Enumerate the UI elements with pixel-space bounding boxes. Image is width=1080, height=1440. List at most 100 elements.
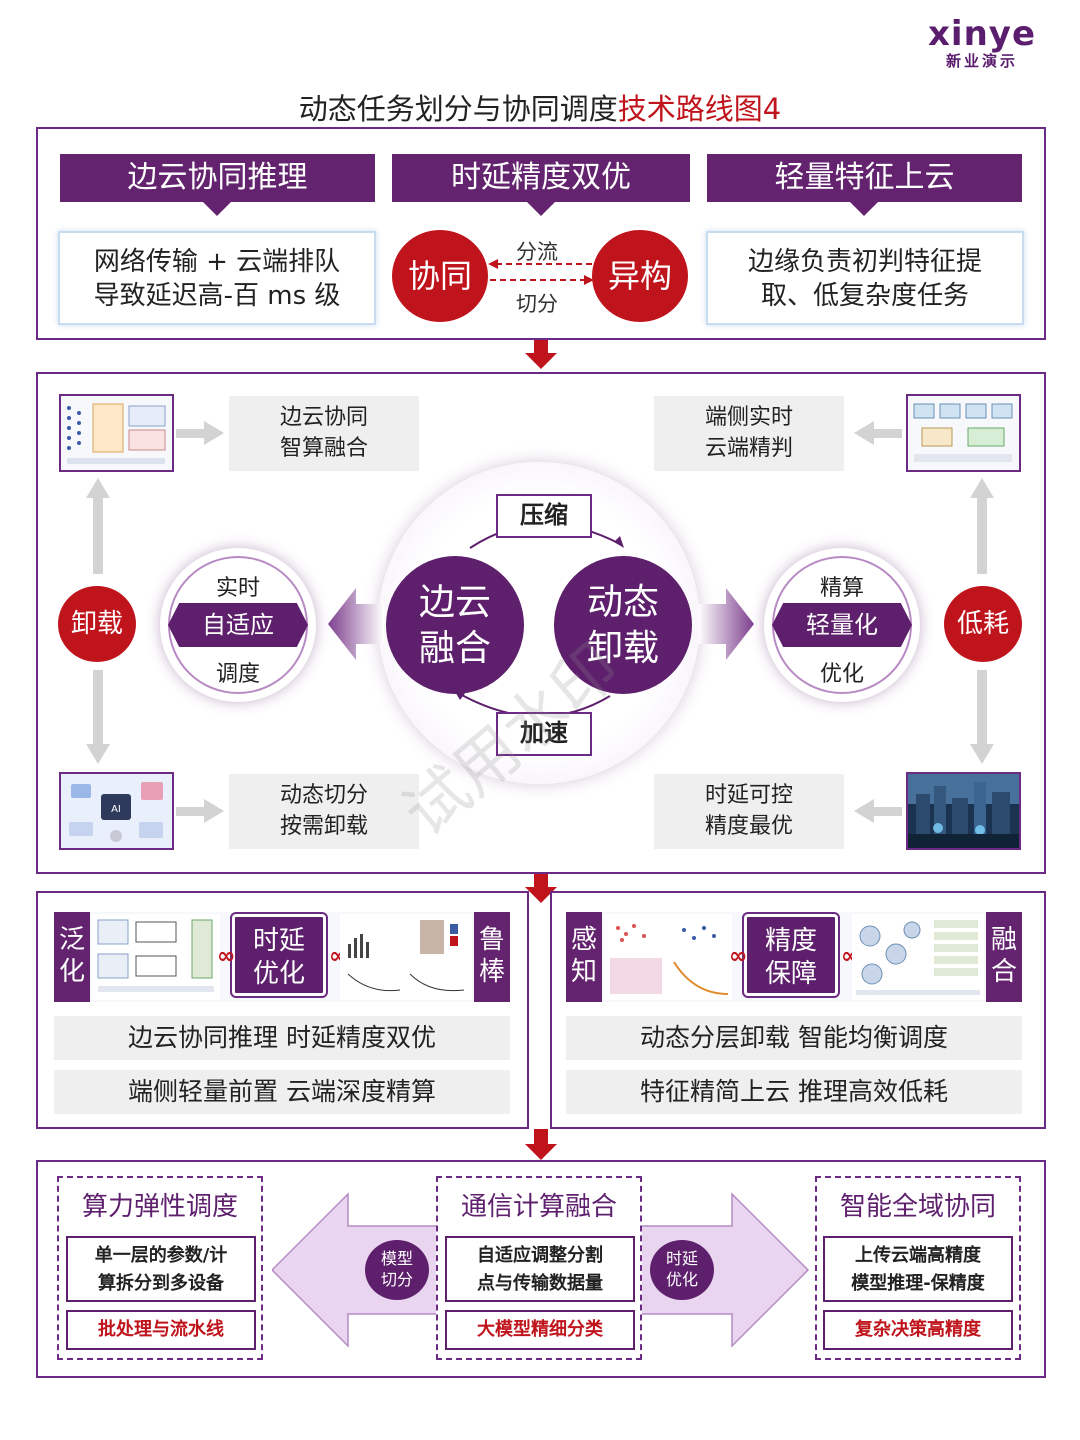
card-detail-box: 上传云端高精度模型推理-保精度: [823, 1236, 1013, 1302]
offload-line-2: 卸载: [586, 628, 659, 669]
flow-arrow-down: [525, 887, 557, 903]
brand-logo-subtitle: 新业演示: [946, 52, 1019, 70]
detail-line-1: 自适应调整分割: [477, 1245, 603, 1266]
br-box-line-2: 精度最优: [704, 814, 793, 839]
edge-role-box: 边缘负责初判特征提 取、低复杂度任务: [706, 231, 1024, 325]
tab-char: 知: [570, 957, 597, 987]
dynamic-split-box: 动态切分 按需卸载: [229, 774, 419, 849]
fusion-line-2: 融合: [418, 628, 491, 669]
center-line-2: 保障: [764, 959, 817, 989]
tab-char: 感: [570, 925, 597, 955]
smart-city-photo-thumbnail: [906, 772, 1021, 850]
ring-bottom-label: 优化: [819, 662, 864, 687]
detail-line-2: 算拆分到多设备: [98, 1273, 224, 1294]
chip-thumbnail-art: AI: [61, 774, 172, 848]
paper-figure-thumbnail: [92, 914, 220, 1000]
accelerate-label: 加速: [496, 712, 592, 756]
scatter-plot-thumbnail: [604, 914, 732, 1000]
header-pointer: [203, 202, 231, 216]
latency-cause-line-1: 网络传输 + 云端排队: [93, 247, 341, 277]
center-line-1: 精度: [764, 926, 817, 956]
bl-box-line-1: 动态切分: [279, 783, 368, 808]
model-split-oval: 模型切分: [365, 1240, 429, 1300]
flow-arrow-stem: [534, 874, 548, 888]
card-title: 算力弹性调度: [81, 1192, 238, 1222]
summary-row: 动态分层卸载 智能均衡调度: [566, 1016, 1022, 1060]
edge-role-line-2: 取、低复杂度任务: [760, 281, 969, 311]
chain-link-icon: ∞: [729, 944, 748, 969]
card-highlight: 批处理与流水线: [66, 1310, 256, 1350]
header-light-feature: 轻量特征上云: [707, 154, 1022, 202]
tab-robustness: 鲁棒: [474, 912, 510, 1002]
purple-gradient-arrow-right: [698, 588, 754, 660]
latency-control-box: 时延可控 精度最优: [654, 774, 844, 849]
gray-arrow-left: [854, 421, 902, 445]
diagram-thumbnail-art: [61, 396, 172, 470]
header-edge-cloud-inference: 边云协同推理: [60, 154, 375, 202]
flow-arrow-stem: [534, 340, 548, 354]
card-title: 通信计算融合: [460, 1192, 617, 1222]
header-pointer: [850, 202, 878, 216]
ring-bottom-label: 调度: [215, 662, 260, 687]
tl-box-line-1: 边云协同: [279, 405, 368, 430]
title-main: 动态任务划分与协同调度: [298, 92, 618, 126]
ring-top-label: 精算: [819, 576, 864, 601]
card-highlight: 大模型精细分类: [445, 1310, 635, 1350]
low-consumption-circle: 低耗: [944, 586, 1022, 662]
tab-perception: 感知: [566, 912, 602, 1002]
network-figure-thumbnail: [852, 914, 984, 1000]
page-title: 动态任务划分与协同调度技术路线图4: [0, 86, 1080, 128]
title-highlight: 技术路线图4: [617, 92, 782, 126]
collaboration-circle: 协同: [392, 230, 488, 322]
edge-cloud-fusion-box: 边云协同 智算融合: [229, 396, 419, 471]
latency-optimization-box: 时延优化: [230, 912, 328, 998]
latency-cause-line-2: 导致延迟高-百 ms 级: [93, 281, 341, 311]
architecture-diagram-thumbnail: [59, 394, 174, 472]
oval-line-2: 优化: [665, 1270, 698, 1289]
header-latency-accuracy: 时延精度双优: [392, 154, 690, 202]
latency-cause-box: 网络传输 + 云端排队 导致延迟高-百 ms 级: [58, 231, 376, 325]
latency-opt-oval: 时延优化: [650, 1240, 714, 1300]
realtime-precision-box: 端侧实时 云端精判: [654, 396, 844, 471]
tab-char: 鲁: [478, 925, 505, 955]
card-detail-box: 单一层的参数/计算拆分到多设备: [66, 1236, 256, 1302]
system-flow-thumbnail: [906, 394, 1021, 472]
flow-thumbnail-art: [908, 396, 1019, 470]
ring-center-bar: 自适应: [168, 603, 308, 647]
detail-line-2: 点与传输数据量: [477, 1273, 603, 1294]
tab-char: 融: [990, 925, 1017, 955]
compress-label: 压缩: [496, 494, 592, 538]
gray-vertical-double-arrow: [86, 478, 110, 764]
oval-line-1: 模型: [380, 1249, 413, 1268]
flow-arrow-stem: [534, 1129, 548, 1145]
card-highlight: 复杂决策高精度: [823, 1310, 1013, 1350]
gray-arrow-right: [176, 799, 224, 823]
tr-box-line-2: 云端精判: [704, 436, 793, 461]
detail-line-2: 模型推理-保精度: [851, 1273, 985, 1294]
center-line-2: 优化: [252, 959, 305, 989]
brand-logo: xinye: [928, 14, 1037, 54]
summary-row: 边云协同推理 时延精度双优: [54, 1016, 510, 1060]
ring-center-bar: 轻量化: [772, 603, 912, 647]
header-pointer: [527, 202, 555, 216]
label-shunting: 分流: [516, 240, 558, 264]
edge-cloud-fusion-circle: 边云 融合: [386, 556, 524, 694]
oval-line-2: 切分: [380, 1270, 413, 1289]
oval-line-1: 时延: [665, 1249, 698, 1268]
flow-arrow-down: [525, 353, 557, 369]
edge-role-line-1: 边缘负责初判特征提: [747, 247, 982, 277]
bl-box-line-2: 按需卸载: [279, 814, 368, 839]
purple-gradient-arrow-left: [328, 588, 384, 660]
tl-box-line-2: 智算融合: [279, 436, 368, 461]
br-box-line-1: 时延可控: [704, 783, 793, 808]
gray-arrow-right: [176, 421, 224, 445]
ai-chip-illustration-thumbnail: AI: [59, 772, 174, 850]
detail-line-1: 上传云端高精度: [855, 1245, 981, 1266]
flow-arrow-down: [525, 1144, 557, 1160]
tab-char: 化: [58, 957, 85, 987]
results-chart-thumbnail: [340, 914, 472, 1000]
dashed-double-arrow: [488, 259, 594, 285]
tab-fusion: 融合: [986, 912, 1022, 1002]
tr-box-line-1: 端侧实时: [704, 405, 793, 430]
summary-row: 端侧轻量前置 云端深度精算: [54, 1070, 510, 1114]
